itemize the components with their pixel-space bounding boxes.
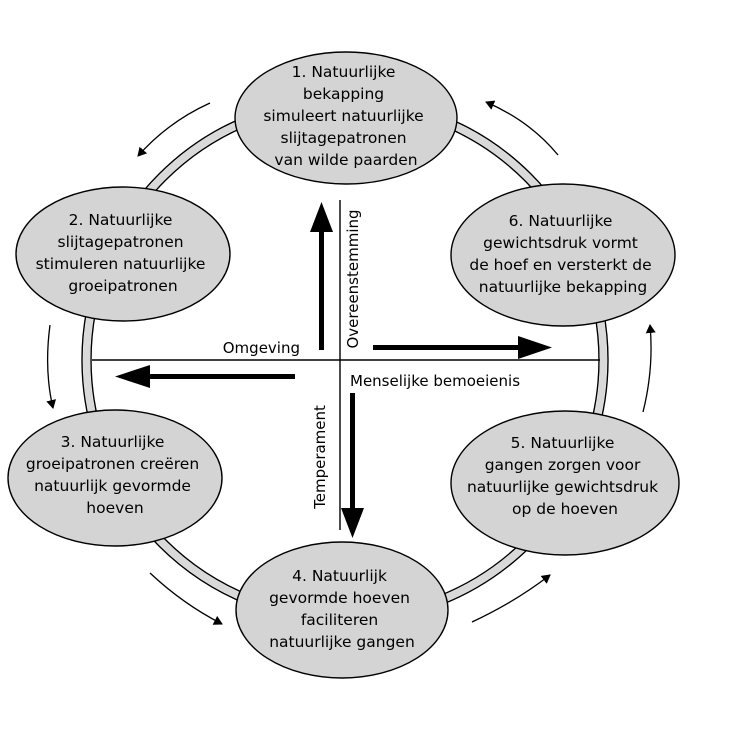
arrow-down-icon bbox=[341, 393, 364, 538]
label-omgeving: Omgeving bbox=[223, 339, 300, 357]
svg-text:6. Natuurlijke gewichtsd: 6. Natuurlijke gewichtsdruk vormt de hoe… bbox=[469, 212, 656, 296]
cycle-arrow-icon bbox=[137, 102, 211, 157]
svg-text:2. Natuurlijke slijtagep: 2. Natuurlijke slijtagepatronen stimuler… bbox=[36, 211, 211, 295]
cycle-arrow-icon bbox=[642, 324, 656, 413]
cycle-arrow-icon bbox=[471, 574, 551, 623]
node-1: 1. Natuurlijke bekapping simuleert natuu… bbox=[234, 51, 458, 185]
label-overeenstemming: Overeenstemming bbox=[344, 209, 362, 348]
label-menselijke-bemoeienis: Menselijke bemoeienis bbox=[350, 372, 520, 390]
label-temperament: Temperament bbox=[311, 405, 329, 510]
svg-text:3. Natuurlijke groeipatr: 3. Natuurlijke groeipatronen creëren nat… bbox=[26, 433, 204, 517]
svg-text:4. Natuurlijk gevormde h: 4. Natuurlijk gevormde hoeven facilitere… bbox=[269, 567, 415, 651]
node-2: 2. Natuurlijke slijtagepatronen stimuler… bbox=[15, 186, 231, 322]
arrow-up-icon bbox=[310, 202, 333, 350]
axes: Omgeving Menselijke bemoeienis Overeenst… bbox=[92, 200, 600, 538]
svg-text:1. Natuurlijke bekapping: 1. Natuurlijke bekapping simuleert natuu… bbox=[263, 63, 428, 169]
node-6: 6. Natuurlijke gewichtsdruk vormt de hoe… bbox=[450, 183, 676, 327]
arrow-right-icon bbox=[373, 336, 552, 359]
node-5: 5. Natuurlijke gangen zorgen voor natuur… bbox=[450, 410, 680, 556]
node-4: 4. Natuurlijk gevormde hoeven facilitere… bbox=[235, 541, 449, 679]
svg-text:5. Natuurlijke gangen zo: 5. Natuurlijke gangen zorgen voor natuur… bbox=[467, 434, 663, 518]
cycle-arrow-icon bbox=[46, 324, 57, 409]
cycle-arrow-icon bbox=[149, 572, 223, 625]
arrow-left-icon bbox=[115, 365, 295, 388]
cycle-arrows bbox=[46, 100, 656, 625]
node-3: 3. Natuurlijke groeipatronen creëren nat… bbox=[7, 409, 223, 547]
cycle-arrow-icon bbox=[485, 100, 559, 156]
